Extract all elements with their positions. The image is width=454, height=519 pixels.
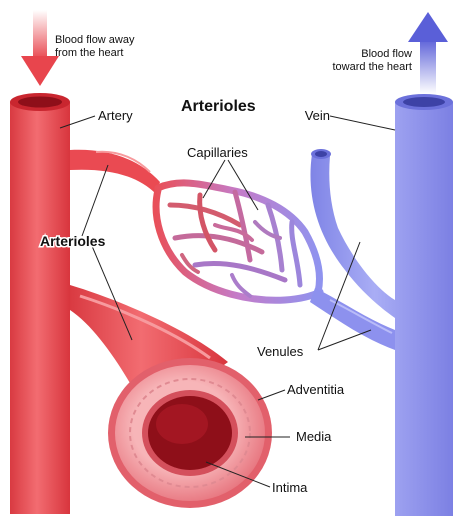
artery-vessel xyxy=(10,93,70,514)
arterioles-title: Arterioles xyxy=(181,98,256,115)
flow-toward-arrow-icon xyxy=(408,12,448,94)
arteriole-branch xyxy=(70,150,160,194)
flow-toward-label-line1: Blood flow xyxy=(361,48,412,60)
artery-label: Artery xyxy=(98,108,133,123)
intima-label: Intima xyxy=(272,480,308,495)
flow-away-label-line2: from the heart xyxy=(55,47,123,59)
adventitia-label: Adventitia xyxy=(287,382,345,397)
venules-label: Venules xyxy=(257,344,304,359)
media-label: Media xyxy=(296,429,332,444)
flow-away-arrow-icon xyxy=(21,10,59,86)
capillaries-label: Capillaries xyxy=(187,145,248,160)
arterioles-label: Arterioles xyxy=(40,233,106,249)
vein-label: Vein xyxy=(305,108,330,123)
flow-toward-label-line2: toward the heart xyxy=(333,61,413,73)
capillary-bed xyxy=(156,183,320,300)
vessel-cross-section xyxy=(108,358,272,508)
flow-away-label-line1: Blood flow away xyxy=(55,34,135,46)
